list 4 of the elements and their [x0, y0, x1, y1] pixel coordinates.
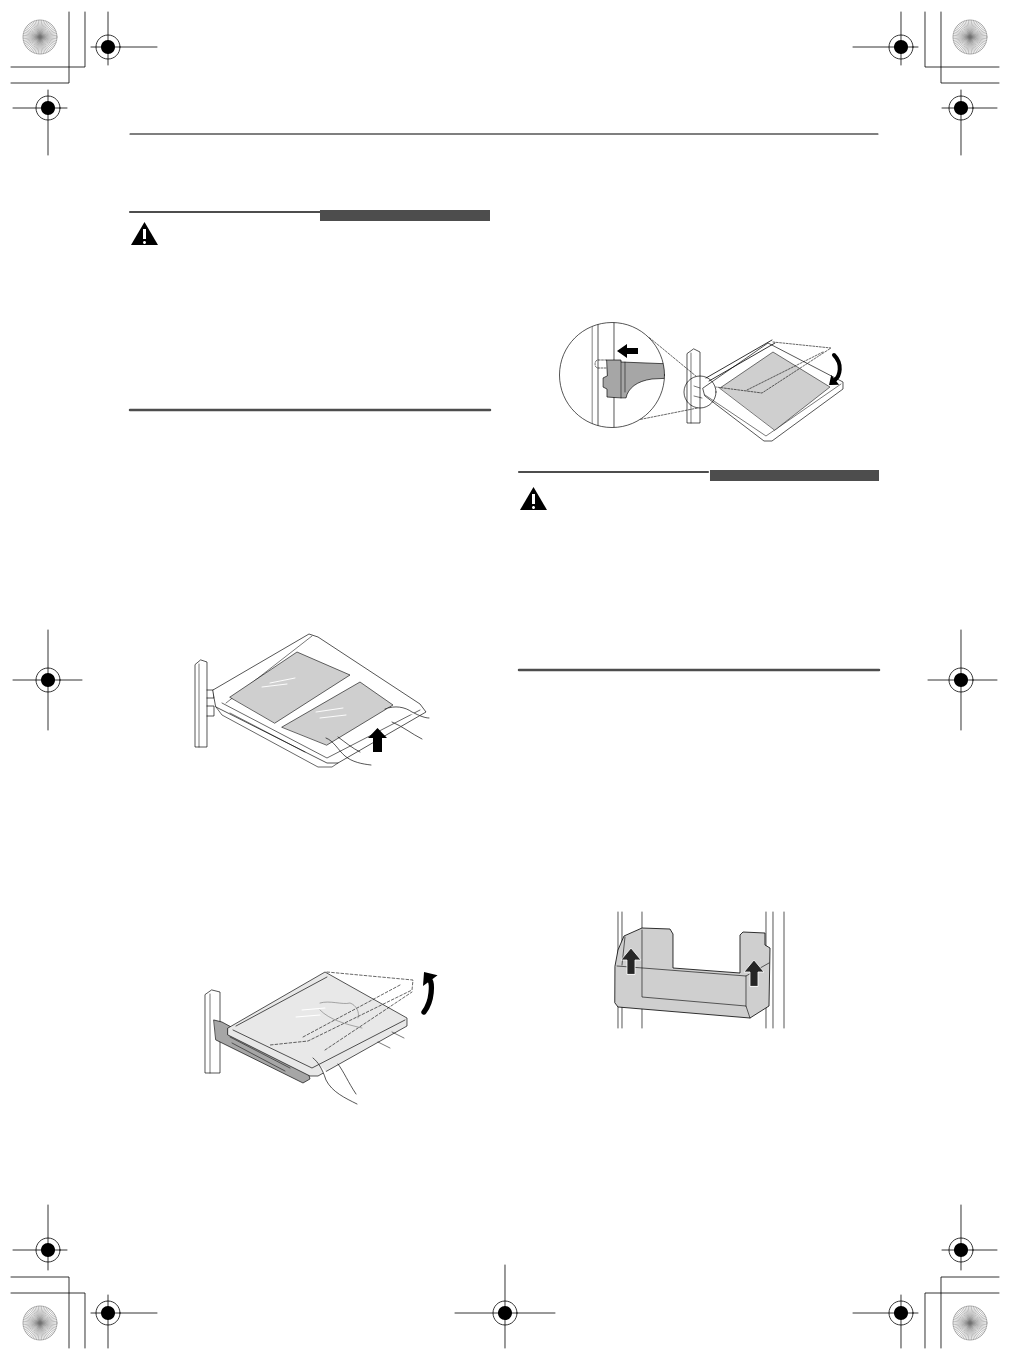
- leader-line: [640, 407, 698, 420]
- leader-line: [649, 337, 697, 377]
- detail-circle: [559, 322, 665, 428]
- highlight-circle: [683, 375, 717, 409]
